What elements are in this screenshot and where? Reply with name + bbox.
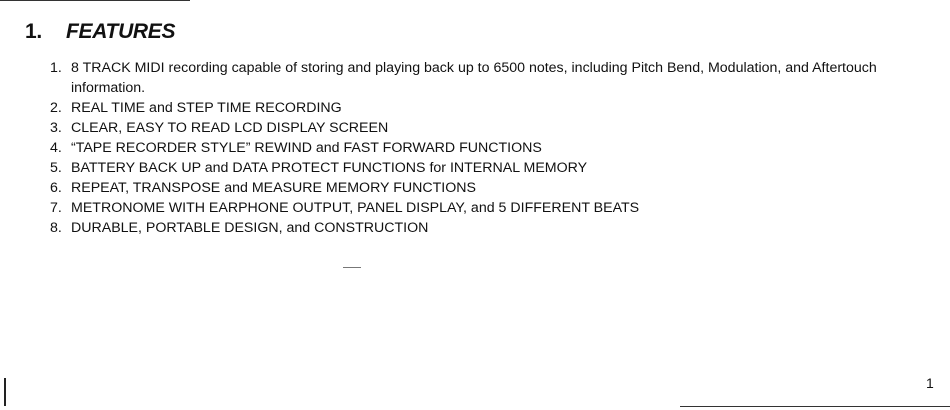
feature-number: 5. — [50, 160, 62, 176]
feature-number: 8. — [50, 220, 62, 236]
feature-item: 4. “TAPE RECORDER STYLE” REWIND and FAST… — [50, 138, 930, 158]
feature-text: BATTERY BACK UP and DATA PROTECT FUNCTIO… — [71, 160, 588, 176]
feature-number: 3. — [50, 120, 62, 136]
feature-item: 1. 8 TRACK MIDI recording capable of sto… — [50, 58, 930, 98]
feature-item: 8. DURABLE, PORTABLE DESIGN, and CONSTRU… — [50, 218, 930, 238]
feature-number: 4. — [50, 140, 62, 156]
page-number: 1 — [926, 375, 934, 391]
feature-text: REPEAT, TRANSPOSE and MEASURE MEMORY FUN… — [71, 180, 476, 196]
feature-item: 7. METRONOME WITH EARPHONE OUTPUT, PANEL… — [50, 198, 930, 218]
section-number: 1. — [25, 20, 42, 43]
section-title: FEATURES — [66, 20, 176, 43]
feature-text: DURABLE, PORTABLE DESIGN, and CONSTRUCTI… — [71, 220, 429, 236]
top-rule — [0, 0, 190, 1]
feature-list: 1. 8 TRACK MIDI recording capable of sto… — [50, 58, 930, 238]
bottom-rule — [680, 406, 950, 407]
feature-item: 3. CLEAR, EASY TO READ LCD DISPLAY SCREE… — [50, 118, 930, 138]
feature-item: 6. REPEAT, TRANSPOSE and MEASURE MEMORY … — [50, 178, 930, 198]
feature-text: 8 TRACK MIDI recording capable of storin… — [71, 60, 877, 96]
feature-text: METRONOME WITH EARPHONE OUTPUT, PANEL DI… — [71, 200, 640, 216]
feature-number: 7. — [50, 200, 62, 216]
feature-number: 1. — [50, 60, 62, 76]
divider-dash — [343, 267, 361, 268]
feature-item: 2. REAL TIME and STEP TIME RECORDING — [50, 98, 930, 118]
margin-mark — [4, 378, 6, 406]
feature-number: 2. — [50, 100, 62, 116]
feature-text: REAL TIME and STEP TIME RECORDING — [71, 100, 342, 116]
feature-text: CLEAR, EASY TO READ LCD DISPLAY SCREEN — [71, 120, 389, 136]
section-heading: 1. FEATURES — [25, 20, 176, 44]
feature-number: 6. — [50, 180, 62, 196]
feature-item: 5. BATTERY BACK UP and DATA PROTECT FUNC… — [50, 158, 930, 178]
feature-text: “TAPE RECORDER STYLE” REWIND and FAST FO… — [71, 140, 542, 156]
